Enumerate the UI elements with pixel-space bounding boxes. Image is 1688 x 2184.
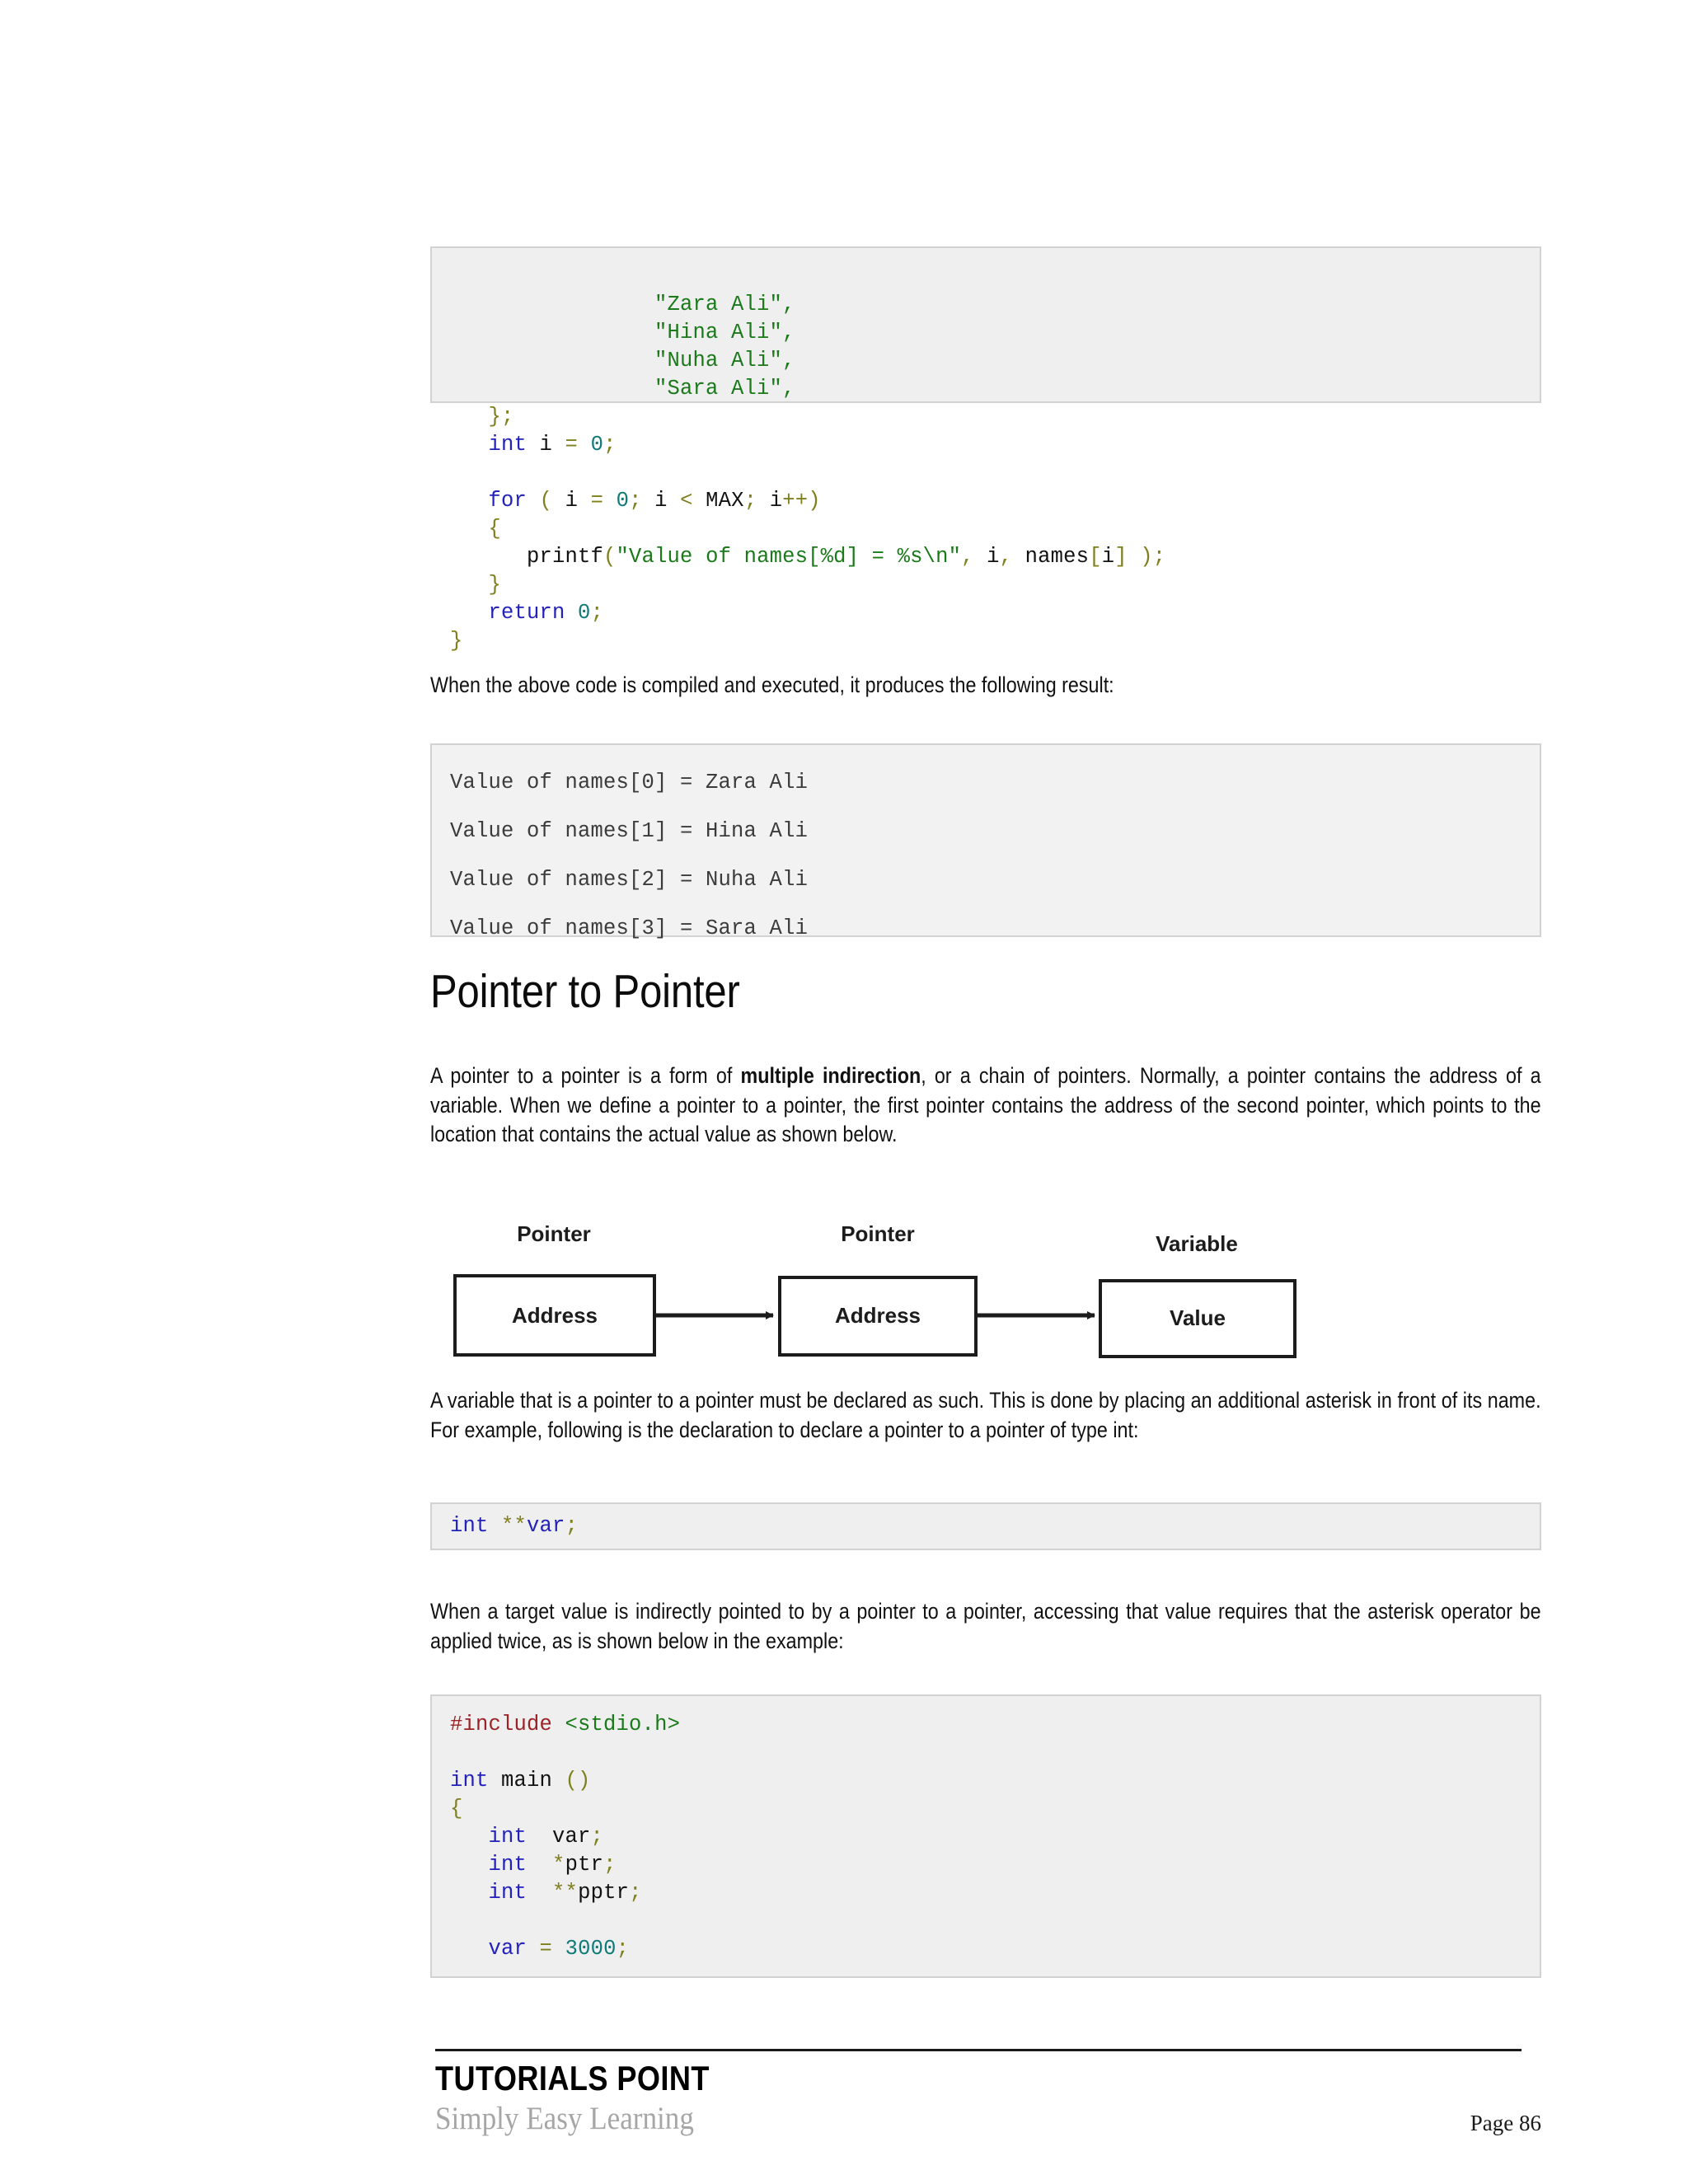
footer-tagline: Simply Easy Learning — [435, 2101, 694, 2136]
paragraph-text-part2: , or a chain of pointers. Normally, a po… — [430, 1063, 1541, 1146]
pointer-to-pointer-diagram: Pointer Pointer Variable Address Address… — [445, 1203, 1352, 1368]
code-block-pointer-example: #include <stdio.h> int main () { int var… — [430, 1694, 1541, 1978]
footer-divider — [435, 2049, 1522, 2051]
diagram-box-label-value: Value — [1170, 1305, 1226, 1330]
paragraph-declare-pointer: A variable that is a pointer to a pointe… — [430, 1388, 1541, 1442]
paragraph-result-intro: When the above code is compiled and exec… — [430, 673, 1114, 697]
code-block-declaration: int **var; — [430, 1502, 1541, 1550]
diagram-box-variable — [1099, 1279, 1296, 1358]
diagram-box-pointer-2 — [778, 1276, 978, 1357]
diagram-box-label-address-2: Address — [835, 1303, 921, 1328]
paragraph-text-part1: A pointer to a pointer is a form of — [430, 1063, 741, 1088]
diagram-box-pointer-1 — [453, 1274, 656, 1357]
code-block-array-names: "Zara Ali", "Hina Ali", "Nuha Ali", "Sar… — [430, 246, 1541, 653]
paragraph-dereference: When a target value is indirectly pointe… — [430, 1599, 1541, 1653]
paragraph-pointer-intro: A pointer to a pointer is a form of mult… — [430, 1062, 1541, 1150]
diagram-label-pointer-2: Pointer — [841, 1221, 915, 1246]
footer-brand: TUTORIALS POINT — [435, 2059, 710, 2097]
page-section-heading: Pointer to Pointer — [430, 965, 740, 1018]
diagram-label-variable: Variable — [1156, 1231, 1238, 1256]
diagram-label-pointer-1: Pointer — [517, 1221, 591, 1246]
diagram-box-label-address-1: Address — [512, 1303, 598, 1328]
page-number: Page 86 — [1470, 2111, 1541, 2135]
code-line: "Zara Ali", "Hina Ali", "Nuha Ali", "Sar… — [654, 293, 795, 401]
output-block-program-result: Value of names[0] = Zara Ali Value of na… — [430, 743, 1541, 940]
bold-term-multiple-indirection: multiple indirection — [740, 1063, 921, 1088]
